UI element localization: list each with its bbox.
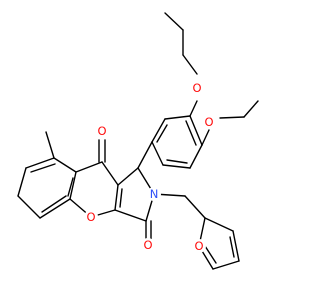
atom-o-furan-label: O	[194, 239, 203, 253]
atom-o-furan: O	[192, 239, 206, 253]
ethyl-chain	[219, 100, 259, 119]
bond-aryl-ch	[137, 141, 153, 169]
atom-o-lactam: O	[141, 238, 155, 252]
furfuryl-link	[153, 193, 206, 219]
atom-o-propoxy: O	[190, 81, 204, 95]
atom-o-ethoxy-label: O	[204, 115, 213, 129]
methyl-bond	[45, 131, 55, 159]
atom-o-ethoxy: O	[202, 115, 216, 129]
atom-n-lactam: N	[147, 187, 161, 201]
atom-o-ketone: O	[95, 124, 109, 138]
atom-o-ketone-label: O	[97, 124, 106, 138]
atom-o-propoxy-label: O	[192, 81, 201, 95]
lactam-carbonyl	[145, 220, 152, 241]
propyl-chain	[164, 12, 198, 75]
atom-n-lactam-label: N	[150, 187, 159, 201]
furan-ring	[198, 217, 240, 270]
structure-diagram: O O O N O O O	[17, 12, 259, 270]
ketone-carbonyl	[98, 139, 106, 163]
atom-o-lactam-label: O	[143, 238, 152, 252]
phenyl-ring	[151, 115, 203, 169]
atom-o-ring-label: O	[86, 210, 95, 224]
bond-o-aryl-propoxy	[189, 100, 198, 117]
structure-canvas: O O O N O O O	[17, 12, 259, 270]
benzo-ring	[17, 157, 77, 219]
bond-o-aryl-ethoxy	[201, 129, 210, 146]
atom-o-ring: O	[84, 210, 98, 224]
pyranone-ring	[69, 161, 119, 218]
